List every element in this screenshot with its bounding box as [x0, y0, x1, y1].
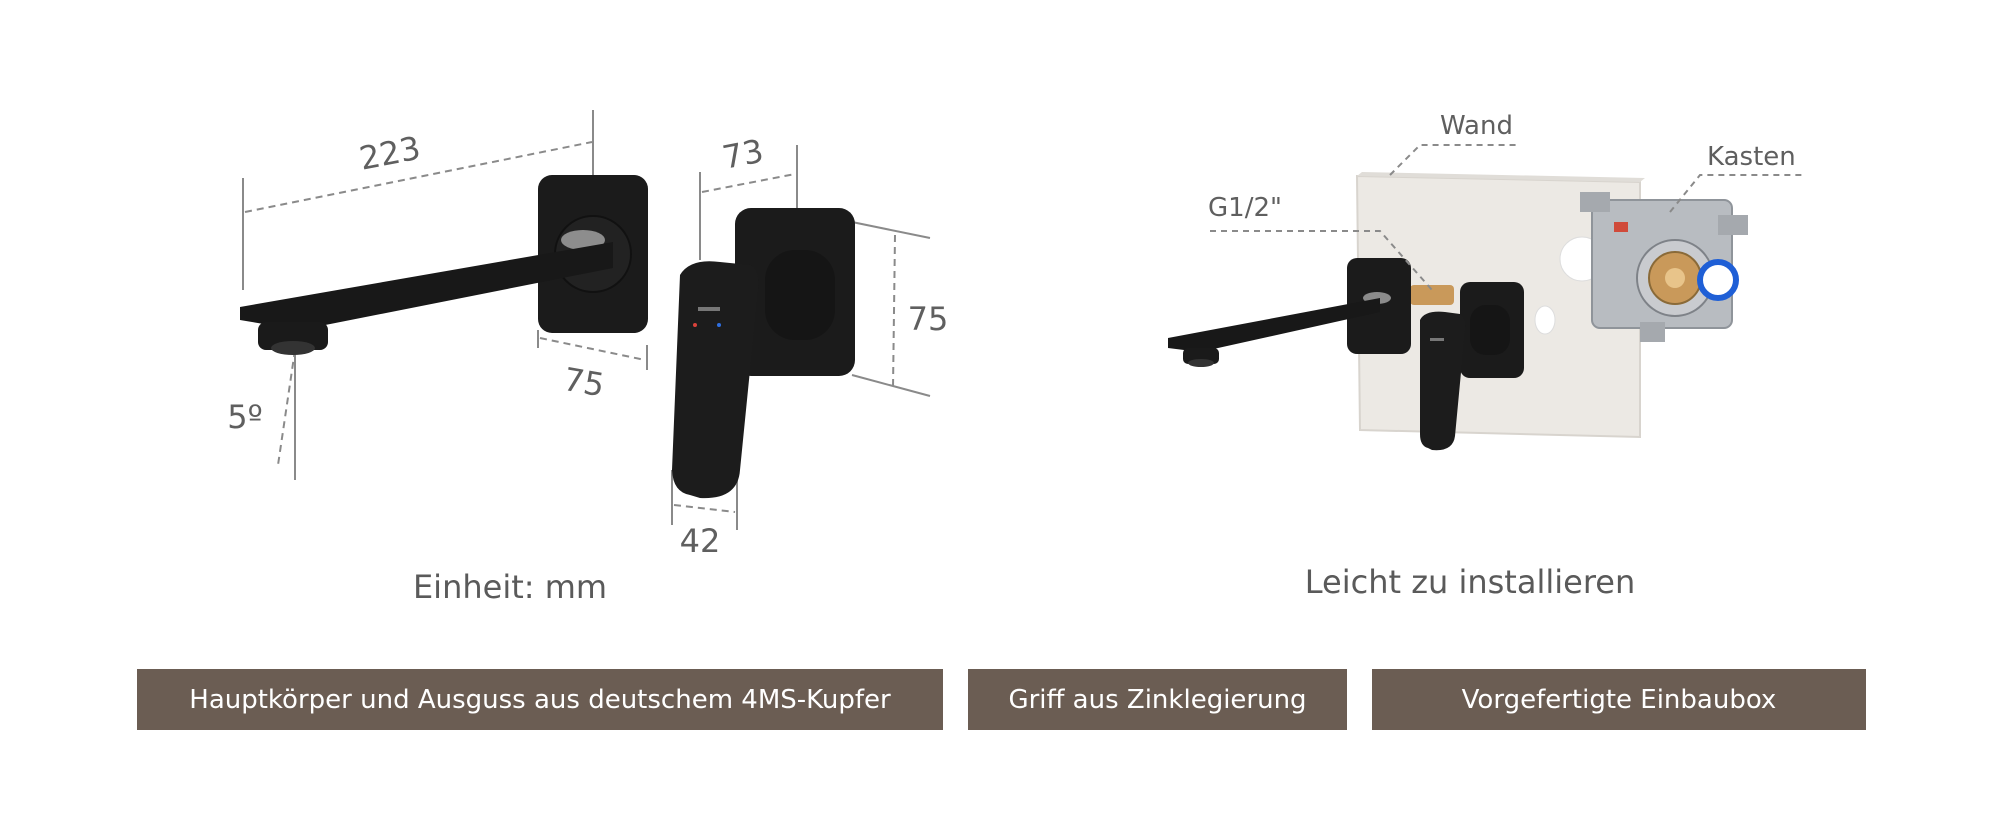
feature-badge-mounting-box: Vorgefertigte Einbaubox [1372, 669, 1866, 730]
handle-lever [672, 261, 759, 499]
dim-line-75-bottom [539, 337, 646, 361]
spout-body [240, 242, 613, 330]
dim-ext-line [851, 221, 931, 239]
label-thread: G1/2" [1208, 193, 1282, 223]
label-wall: Wand [1440, 111, 1513, 141]
feature-badge-zinc-handle: Griff aus Zinklegierung [968, 669, 1347, 730]
mounting-box-icon [1580, 192, 1748, 342]
brass-connector-icon [1410, 285, 1454, 305]
dim-label-75-right: 75 [908, 300, 949, 338]
dimension-drawing: 223 73 75 75 42 5º [227, 110, 948, 560]
installation-drawing: G1/2" Wand Kasten [1168, 111, 1802, 451]
install-handle-lever [1420, 311, 1466, 451]
leader-line-box [1669, 174, 1802, 213]
dim-label-angle: 5º [227, 398, 262, 436]
dim-line-75-right [892, 234, 896, 389]
dim-label-42: 42 [680, 522, 721, 560]
leader-line-thread [1210, 230, 1433, 291]
dim-line-42 [673, 504, 736, 513]
dim-line-223 [244, 141, 593, 213]
label-box: Kasten [1707, 142, 1796, 172]
leader-line-wall [1389, 144, 1520, 176]
dim-label-73: 73 [719, 132, 766, 177]
caption-unit: Einheit: mm [412, 568, 608, 606]
install-spout-body [1168, 298, 1380, 352]
angle-line [277, 349, 296, 466]
dim-label-75-bottom: 75 [561, 360, 608, 404]
dim-ext-line [851, 374, 931, 397]
caption-install: Leicht zu installieren [1304, 563, 1636, 601]
dim-label-223: 223 [356, 129, 423, 178]
feature-badge-copper-body: Hauptkörper und Ausguss aus deutschem 4M… [137, 669, 943, 730]
dim-line-73 [701, 173, 796, 193]
